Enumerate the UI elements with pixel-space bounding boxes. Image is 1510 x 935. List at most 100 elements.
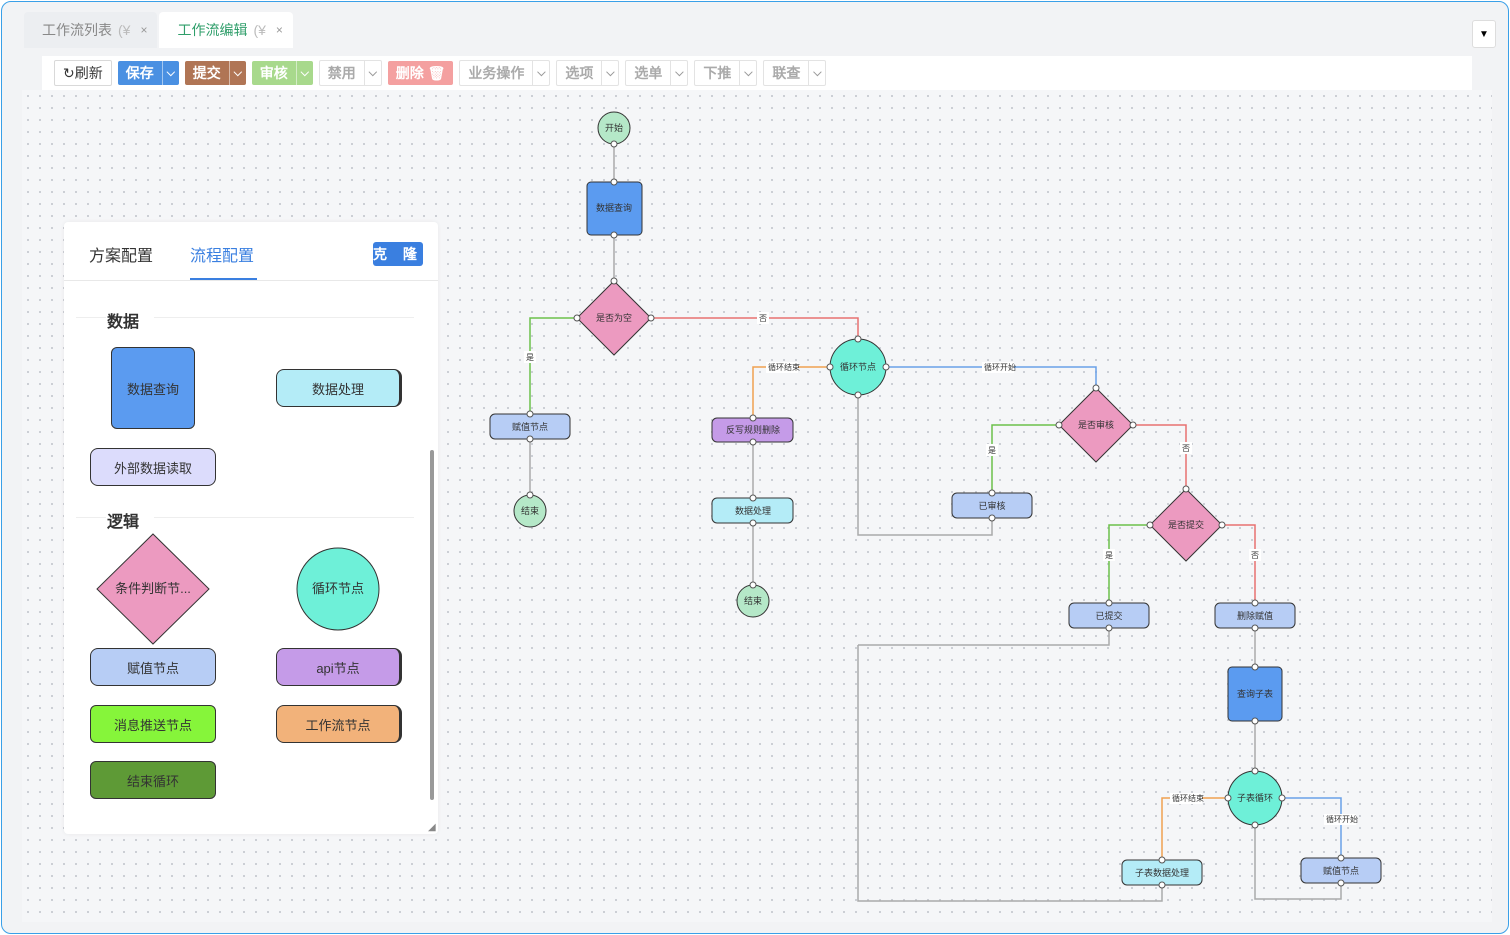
delete-button[interactable]: 删除 🗑 bbox=[387, 61, 454, 85]
palette-data-query[interactable]: 数据查询 bbox=[111, 347, 195, 429]
tab-scheme-config[interactable]: 方案配置 bbox=[89, 248, 154, 265]
chevron-down-icon[interactable]: ⌵ bbox=[739, 61, 756, 85]
edge-loop-end bbox=[1161, 797, 1227, 858]
palette-external-read[interactable]: 外部数据读取 bbox=[90, 448, 216, 486]
palette-label: 消息推送节点 bbox=[113, 717, 192, 733]
close-icon[interactable]: × bbox=[275, 23, 283, 37]
edge-label: 否 bbox=[759, 314, 767, 323]
select-button[interactable]: 选单⌵ bbox=[625, 60, 689, 86]
submit-button[interactable]: 提交 ⌵ bbox=[184, 61, 246, 85]
tab-flow-config[interactable]: 流程配置 bbox=[190, 248, 255, 265]
node-palette-panel: 方案配置 流程配置 克 隆 数据 数据查询 数据处理 外部数据读取 逻辑 条件判… bbox=[64, 222, 438, 834]
palette-label: 工作流节点 bbox=[305, 717, 371, 733]
chevron-down-icon[interactable]: ⌵ bbox=[228, 61, 246, 85]
panel-scrollbar[interactable] bbox=[430, 450, 434, 800]
edge-label: 循环开始 bbox=[984, 362, 1016, 372]
flow-node-data-query[interactable]: 数据查询 bbox=[586, 181, 643, 236]
flow-node-assign-2[interactable]: 赋值节点 bbox=[1300, 857, 1382, 884]
node-label: 已审核 bbox=[978, 500, 1005, 511]
disable-button[interactable]: 禁用 ⌵ bbox=[318, 60, 382, 86]
divider bbox=[154, 317, 414, 318]
edge-label: 否 bbox=[1182, 444, 1190, 453]
node-ports bbox=[526, 140, 1345, 889]
palette-label: 数据处理 bbox=[311, 381, 364, 397]
edge-label: 是 bbox=[988, 446, 996, 455]
flow-node-end-1[interactable]: 结束 bbox=[513, 494, 547, 528]
delete-label: 删除 bbox=[395, 65, 424, 81]
flow-node-data-process[interactable]: 数据处理 bbox=[711, 497, 794, 524]
node-label: 是否为空 bbox=[596, 312, 632, 323]
audit-button[interactable]: 审核 ⌵ bbox=[251, 61, 313, 85]
palette-condition[interactable]: 条件判断节... 循环节点 bbox=[64, 222, 438, 834]
edge-label: 循环开始 bbox=[1326, 814, 1358, 824]
palette-end-loop[interactable]: 结束循环 bbox=[90, 761, 216, 799]
node-label: 删除赋值 bbox=[1237, 610, 1273, 621]
linked-query-button[interactable]: 联查 ⌵ bbox=[763, 60, 827, 86]
edge-loop-start bbox=[886, 366, 1097, 386]
clone-button[interactable]: 克 隆 bbox=[373, 242, 423, 266]
palette-api[interactable]: api节点 bbox=[276, 648, 402, 686]
flow-node-is-submit[interactable]: 是否提交 bbox=[1149, 488, 1223, 562]
chevron-down-icon[interactable]: ⌵ bbox=[363, 61, 381, 85]
query-label: 联查 bbox=[772, 65, 801, 81]
flow-node-delete-assign[interactable]: 删除赋值 bbox=[1214, 602, 1296, 629]
flow-node-submitted[interactable]: 已提交 bbox=[1068, 602, 1150, 629]
divider bbox=[64, 280, 438, 281]
flow-node-start[interactable]: 开始 bbox=[597, 111, 631, 145]
tab-workflow-edit[interactable]: 工作流编辑 (¥ × bbox=[159, 12, 293, 48]
node-label: 已提交 bbox=[1095, 610, 1122, 621]
node-label: 查询子表 bbox=[1237, 688, 1273, 699]
flow-node-audited[interactable]: 已审核 bbox=[951, 492, 1033, 519]
node-label: 是否提交 bbox=[1168, 519, 1204, 530]
tab-dropdown-button[interactable]: ▼ bbox=[1472, 20, 1496, 48]
flow-node-assign-1[interactable]: 赋值节点 bbox=[489, 413, 571, 440]
chevron-down-icon[interactable]: ⌵ bbox=[808, 61, 825, 85]
options-button[interactable]: 选项⌵ bbox=[556, 60, 620, 86]
tab-workflow-list[interactable]: 工作流列表 (¥ × bbox=[24, 12, 158, 48]
node-label: 数据处理 bbox=[735, 505, 771, 516]
close-icon[interactable]: × bbox=[140, 23, 148, 37]
palette-assign[interactable]: 赋值节点 bbox=[90, 648, 216, 686]
palette-message[interactable]: 消息推送节点 bbox=[90, 705, 216, 743]
node-label: 赋值节点 bbox=[1323, 865, 1359, 876]
refresh-icon: ↻ bbox=[63, 65, 75, 81]
flow-node-sub-process[interactable]: 子表数据处理 bbox=[1121, 859, 1203, 886]
edge-yes bbox=[529, 317, 577, 412]
tab-suffix: (¥ bbox=[118, 22, 131, 38]
disable-label: 禁用 bbox=[327, 65, 356, 81]
flow-node-is-empty[interactable]: 是否为空 bbox=[576, 280, 652, 356]
edge-yes bbox=[991, 424, 1058, 491]
edge-loop-end bbox=[752, 366, 829, 418]
node-label: 是否审核 bbox=[1078, 419, 1114, 430]
palette-loop-shape[interactable] bbox=[296, 547, 380, 631]
chevron-down-icon[interactable]: ⌵ bbox=[670, 61, 687, 85]
flow-node-is-audit[interactable]: 是否审核 bbox=[1058, 387, 1134, 463]
flow-node-sub-loop[interactable]: 子表循环 bbox=[1227, 770, 1283, 826]
palette-label: 循环节点 bbox=[312, 581, 364, 596]
chevron-down-icon[interactable]: ⌵ bbox=[601, 61, 618, 85]
save-button[interactable]: 保存 ⌵ bbox=[117, 61, 179, 85]
edge-no bbox=[653, 317, 859, 338]
refresh-button[interactable]: ↻刷新 bbox=[54, 60, 112, 86]
palette-workflow[interactable]: 工作流节点 bbox=[276, 705, 402, 743]
edge bbox=[858, 628, 1110, 646]
chevron-down-icon[interactable]: ⌵ bbox=[161, 61, 179, 85]
flow-node-end-2[interactable]: 结束 bbox=[736, 584, 770, 618]
chevron-down-icon[interactable]: ⌵ bbox=[295, 61, 313, 85]
tab-label: 工作流编辑 bbox=[177, 22, 248, 38]
edge-no bbox=[1135, 424, 1187, 487]
flow-node-query-sub[interactable]: 查询子表 bbox=[1227, 666, 1283, 722]
submit-label: 提交 bbox=[192, 65, 221, 81]
tab-bar: 工作流列表 (¥ × 工作流编辑 (¥ × bbox=[24, 12, 295, 48]
tab-suffix: (¥ bbox=[253, 22, 266, 38]
audit-label: 审核 bbox=[259, 65, 288, 81]
push-down-button[interactable]: 下推⌵ bbox=[694, 60, 758, 86]
business-ops-button[interactable]: 业务操作⌵ bbox=[459, 60, 551, 86]
chevron-down-icon[interactable]: ⌵ bbox=[532, 61, 549, 85]
flow-node-reverse-delete[interactable]: 反写规则删除 bbox=[711, 417, 794, 443]
resize-handle-icon[interactable]: ◢ bbox=[428, 822, 436, 833]
save-label: 保存 bbox=[125, 65, 154, 81]
flow-node-loop[interactable]: 循环节点 bbox=[829, 338, 887, 396]
palette-data-process[interactable]: 数据处理 bbox=[276, 369, 402, 407]
